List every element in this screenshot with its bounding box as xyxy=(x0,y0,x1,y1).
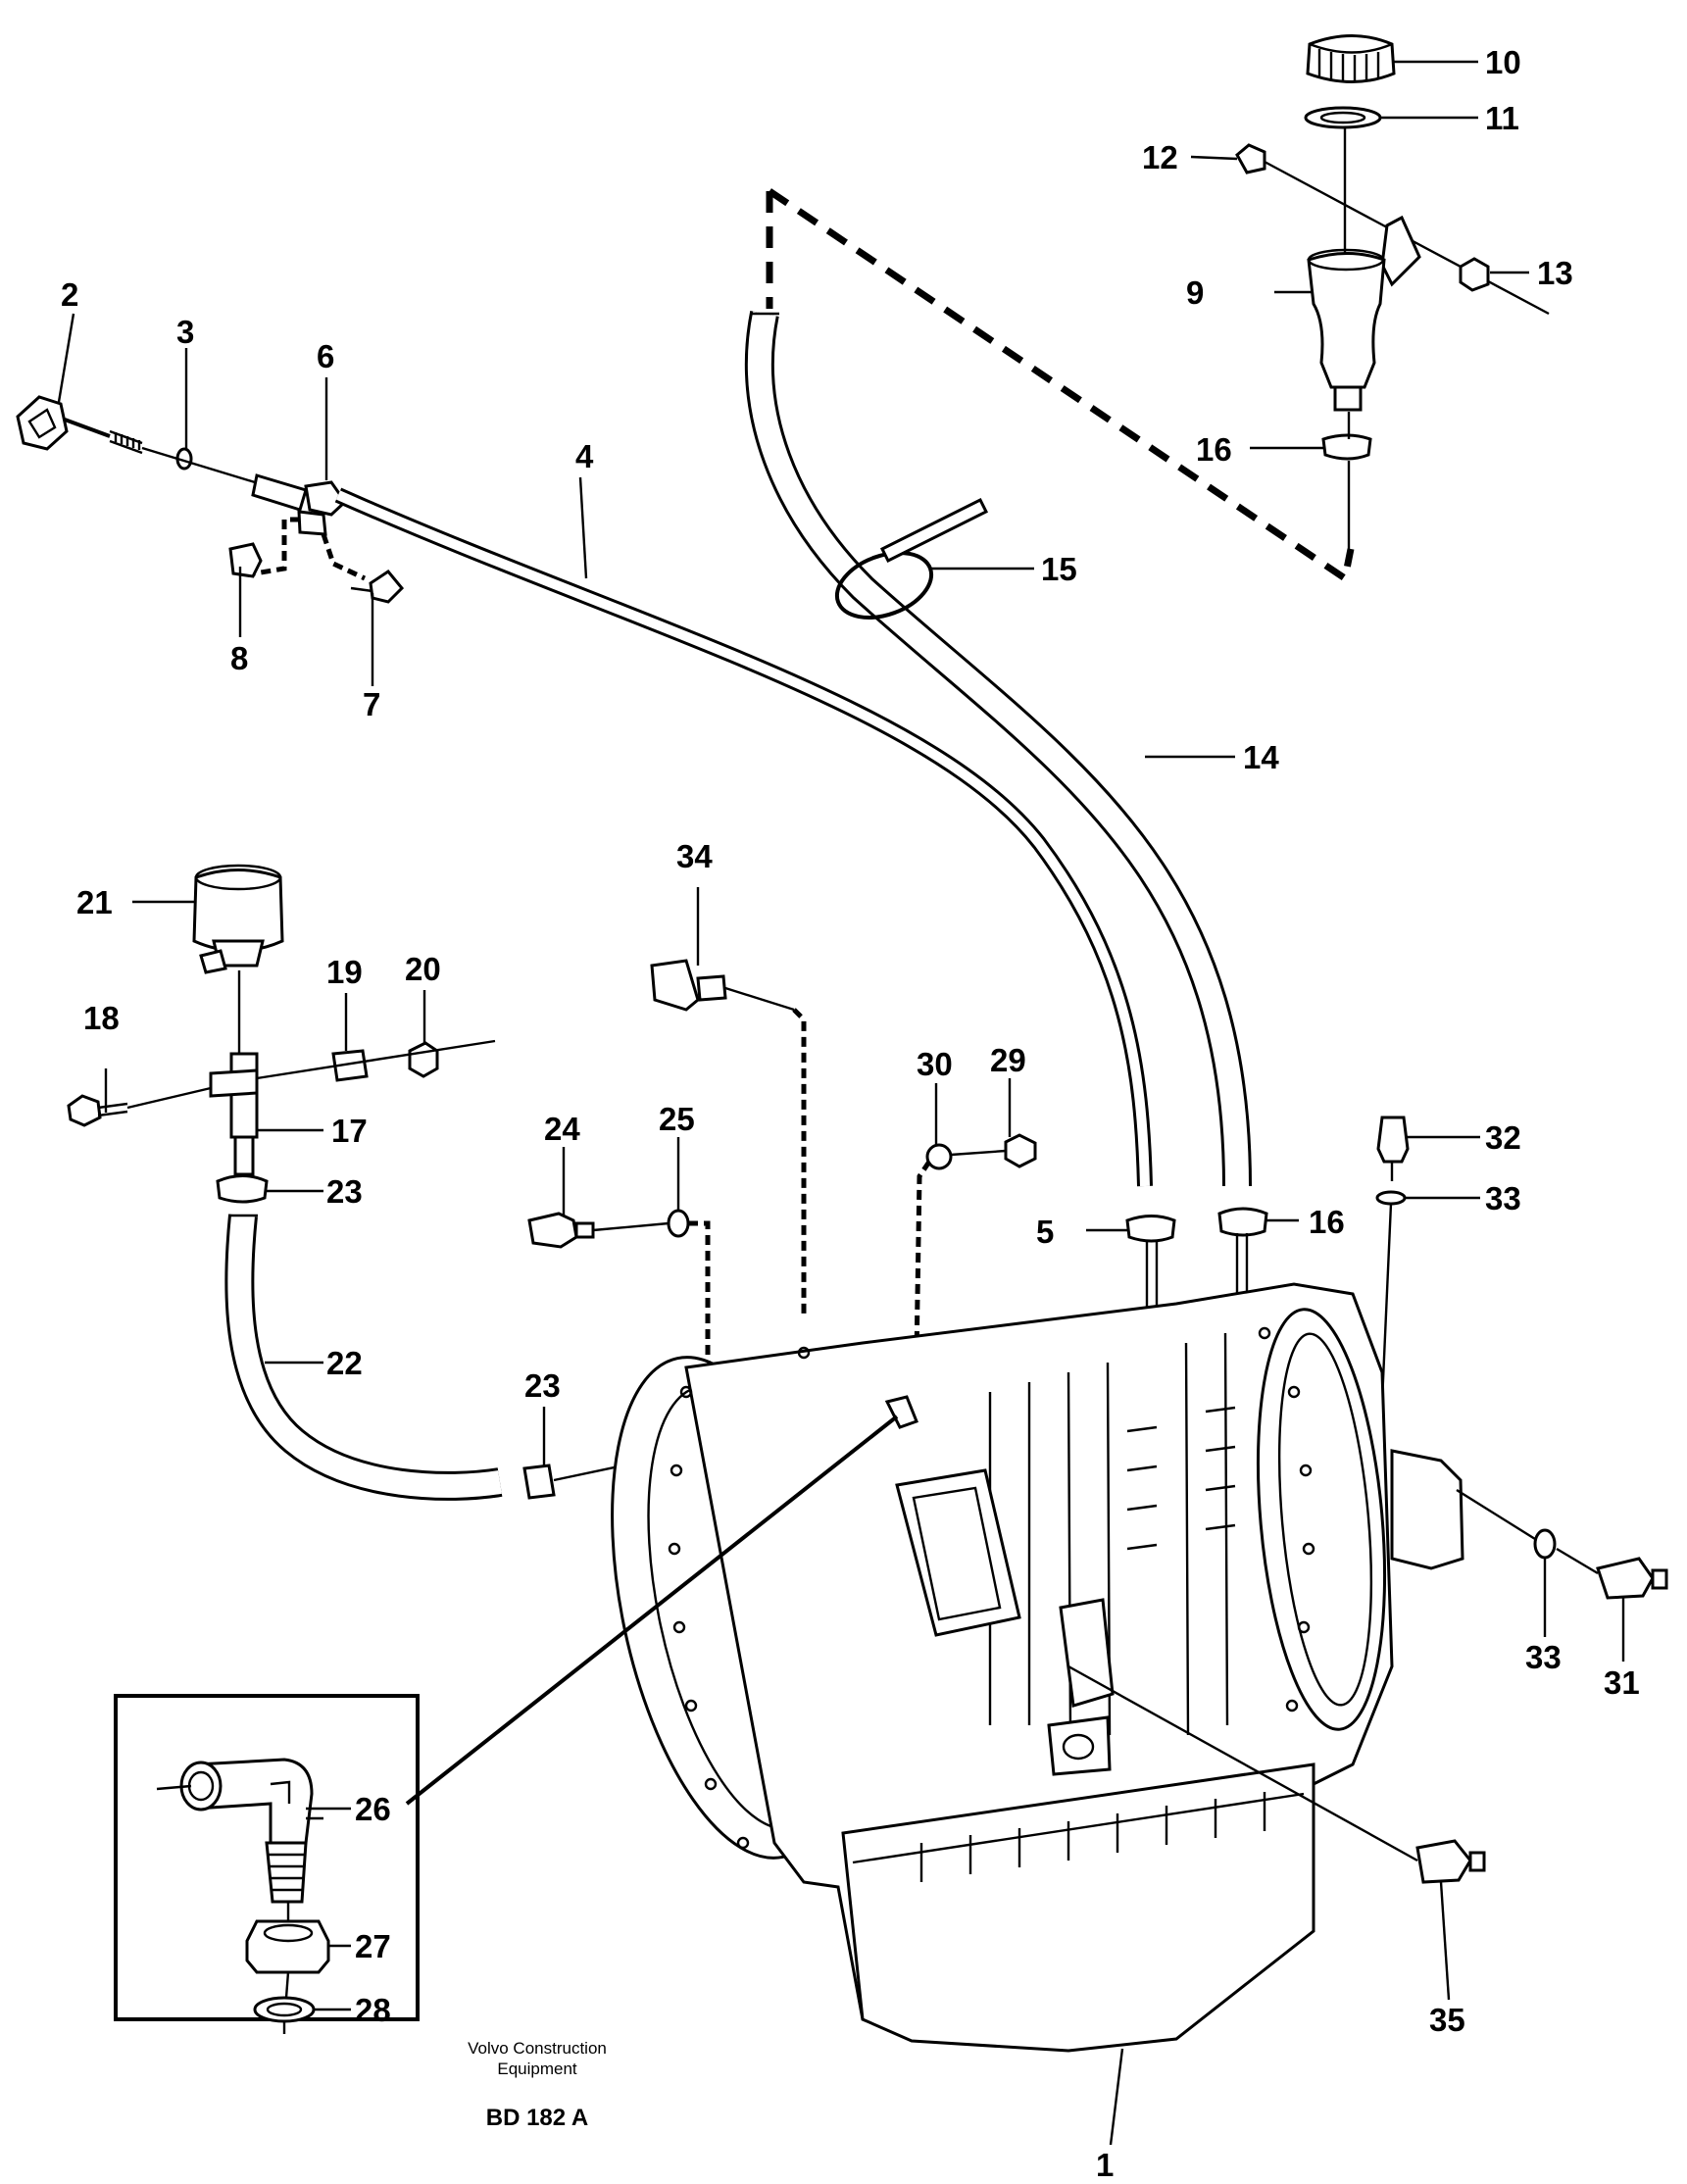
callout-5: 5 xyxy=(1036,1214,1054,1250)
callout-34: 34 xyxy=(676,838,713,874)
callout-33-lower: 33 xyxy=(1525,1639,1562,1675)
washer-30[interactable] xyxy=(925,1143,953,1170)
filler-assembly xyxy=(766,34,1550,584)
flange-bolts xyxy=(668,1326,1315,1850)
dipstick-assembly xyxy=(16,395,1153,1187)
callout-16-lower: 16 xyxy=(1309,1204,1345,1240)
bolt-12[interactable] xyxy=(1235,143,1266,174)
callout-27: 27 xyxy=(355,1928,391,1964)
clamp-16-upper[interactable] xyxy=(1321,433,1372,461)
breather-assembly xyxy=(67,864,888,1501)
callout-35: 35 xyxy=(1429,2002,1465,2038)
sensor-32[interactable] xyxy=(1376,1116,1410,1164)
spacer-19[interactable] xyxy=(331,1049,369,1082)
hose-22[interactable] xyxy=(224,1214,503,1501)
callout-14: 14 xyxy=(1243,739,1279,775)
clamp-5[interactable] xyxy=(1125,1215,1176,1243)
callout-leaders xyxy=(57,60,1625,2146)
callout-28: 28 xyxy=(355,1992,391,2028)
hose-clamp-23-lower[interactable] xyxy=(522,1464,556,1500)
nut-8[interactable] xyxy=(228,542,263,578)
sensor-34[interactable] xyxy=(650,959,700,1012)
sensor-31[interactable] xyxy=(1596,1557,1655,1600)
breather-hose xyxy=(744,311,1252,1187)
callout-7: 7 xyxy=(363,686,380,722)
callout-13: 13 xyxy=(1537,255,1573,291)
callout-15: 15 xyxy=(1041,551,1077,587)
washer-33-lower[interactable] xyxy=(1533,1528,1557,1560)
callout-2: 2 xyxy=(61,276,78,313)
nut-27[interactable] xyxy=(245,1919,330,1974)
washer-33-upper[interactable] xyxy=(1375,1190,1407,1206)
callout-4: 4 xyxy=(575,438,594,474)
transmission-housing[interactable] xyxy=(571,1282,1464,2053)
washer-25[interactable] xyxy=(667,1209,690,1238)
callout-25: 25 xyxy=(659,1101,695,1137)
callout-30: 30 xyxy=(917,1046,953,1082)
bolt-18[interactable] xyxy=(67,1094,102,1127)
breather-filter[interactable] xyxy=(192,869,284,953)
callout-12: 12 xyxy=(1142,139,1178,175)
drawing-code: BD 182 A xyxy=(486,2105,588,2131)
washer-28[interactable] xyxy=(253,1996,316,2023)
callout-33-upper: 33 xyxy=(1485,1180,1521,1216)
callout-3: 3 xyxy=(176,314,194,350)
callout-21: 21 xyxy=(76,884,113,920)
publisher-caption-line2: Equipment xyxy=(497,2060,577,2078)
callout-20: 20 xyxy=(405,951,441,987)
callout-23-upper: 23 xyxy=(326,1173,363,1210)
callout-22: 22 xyxy=(326,1345,363,1381)
nut-13[interactable] xyxy=(1459,257,1490,292)
elbow-fitting-26[interactable] xyxy=(194,1758,314,1845)
bolt-7[interactable] xyxy=(369,569,405,604)
dipstick-tube[interactable] xyxy=(334,487,1153,1187)
sensor-35[interactable] xyxy=(1415,1839,1472,1884)
callout-26: 26 xyxy=(355,1791,391,1827)
detail-leader xyxy=(405,1415,899,1806)
callout-18: 18 xyxy=(83,1000,120,1036)
filler-cap[interactable] xyxy=(1306,34,1396,83)
filler-tube-body[interactable] xyxy=(1307,252,1386,389)
callout-labels: 2 3 4 5 6 7 8 9 10 11 12 13 14 15 16 16 … xyxy=(61,44,1640,2183)
callout-10: 10 xyxy=(1485,44,1521,80)
callout-31: 31 xyxy=(1604,1664,1640,1701)
fittings xyxy=(527,959,1037,1367)
detail-inset xyxy=(114,1694,420,2034)
callout-19: 19 xyxy=(326,954,363,990)
hose-clamp-23-upper[interactable] xyxy=(216,1174,269,1204)
nut-20[interactable] xyxy=(408,1041,439,1078)
clamp-6[interactable] xyxy=(304,480,347,517)
side-cover xyxy=(895,1468,1021,1637)
hose-route-dashed xyxy=(768,188,1355,584)
plug-24[interactable] xyxy=(527,1212,578,1249)
gasket-11[interactable] xyxy=(1304,106,1382,129)
callout-16-upper: 16 xyxy=(1196,431,1232,468)
callout-32: 32 xyxy=(1485,1119,1521,1156)
publisher-caption-line1: Volvo Construction xyxy=(468,2039,607,2058)
dipstick-handle[interactable] xyxy=(16,395,69,451)
callout-6: 6 xyxy=(317,338,334,374)
clamp-16-lower[interactable] xyxy=(1217,1207,1268,1237)
bolt-29[interactable] xyxy=(1004,1133,1037,1168)
callout-8: 8 xyxy=(230,640,248,676)
oil-pan xyxy=(841,1762,1315,2053)
callout-24: 24 xyxy=(544,1111,580,1147)
callout-29: 29 xyxy=(990,1042,1026,1078)
callout-23-lower: 23 xyxy=(524,1367,561,1404)
callout-1: 1 xyxy=(1096,2147,1114,2183)
callout-17: 17 xyxy=(331,1113,368,1149)
callout-11: 11 xyxy=(1485,100,1519,136)
callout-9: 9 xyxy=(1186,274,1204,311)
